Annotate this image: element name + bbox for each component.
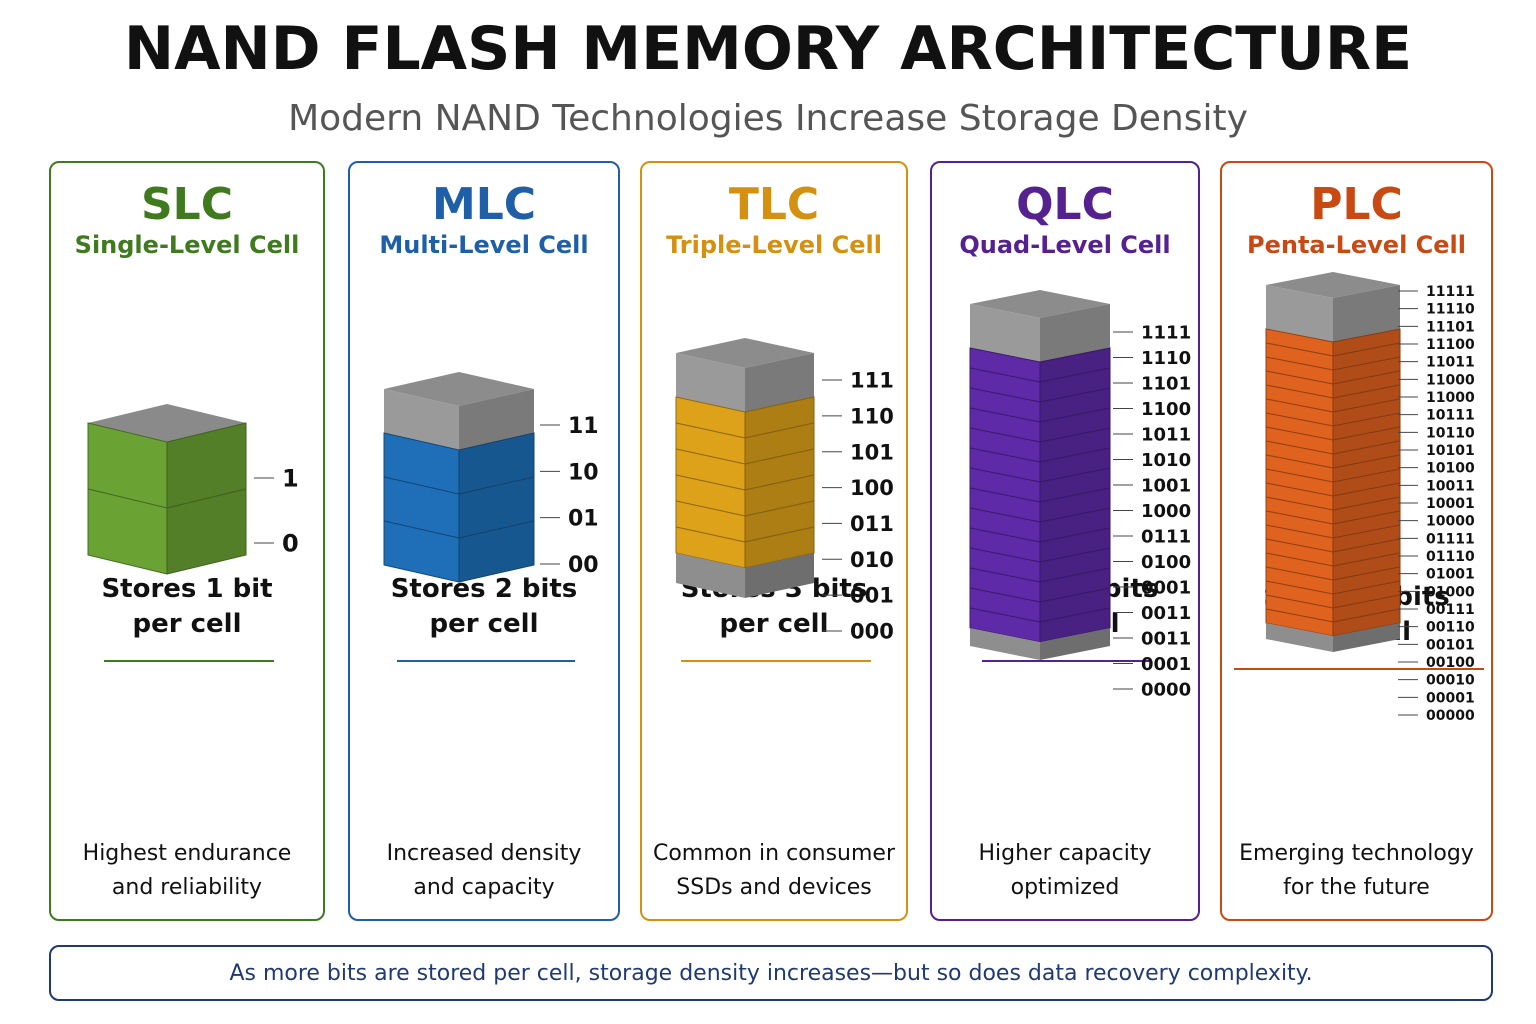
cell-type-description: Emerging technology for the future [1222, 837, 1491, 905]
divider [1234, 668, 1484, 670]
cell-type-description: Highest endurance and reliability [51, 837, 323, 905]
bits-per-cell: Stores 3 bits per cell [642, 572, 906, 642]
footer-note: As more bits are stored per cell, storag… [49, 945, 1493, 1001]
cell-type-abbr: PLC [1310, 179, 1403, 230]
description-line-2: and capacity [413, 875, 555, 900]
description-line-2: and reliability [111, 875, 263, 900]
cell-type-name: Quad-Level Cell [959, 231, 1171, 259]
description-line-2: for the future [1283, 875, 1430, 900]
bits-per-cell-line-1: Stores 4 bits [971, 574, 1159, 604]
cell-type-abbr: TLC [728, 179, 820, 230]
description-line-1: Common in consumer [652, 841, 896, 866]
divider [397, 660, 575, 662]
divider [982, 660, 1152, 662]
cell-type-name: Multi-Level Cell [379, 231, 589, 259]
cell-type-abbr: QLC [1016, 179, 1114, 230]
description-line-1: Emerging technology [1239, 841, 1474, 866]
cell-type-name: Penta-Level Cell [1247, 231, 1466, 259]
footer-text: As more bits are stored per cell, storag… [229, 960, 1313, 986]
cell-type-name: Single-Level Cell [74, 231, 300, 259]
divider [681, 660, 871, 662]
bits-per-cell-line-2: per cell [132, 609, 242, 639]
cell-type-name: Triple-Level Cell [666, 231, 882, 259]
cell-type-abbr: MLC [431, 179, 537, 230]
description-line-2: SSDs and devices [676, 875, 872, 900]
cell-type-abbr: SLC [140, 179, 234, 230]
bits-per-cell: Stores 2 bits per cell [350, 572, 618, 642]
description-line-1: Highest endurance [82, 841, 292, 866]
cell-type-description: Higher capacity optimized [932, 837, 1198, 905]
bits-per-cell: Stores 5 bits per cell [1222, 580, 1491, 650]
bits-per-cell: Stores 1 bit per cell [51, 572, 323, 642]
bits-per-cell-line-1: Stores 1 bit [101, 574, 273, 604]
page-title: NAND FLASH MEMORY ARCHITECTURE [123, 14, 1413, 84]
bits-per-cell-line-2: per cell [719, 609, 829, 639]
bits-per-cell-line-2: per cell [1010, 609, 1120, 639]
divider [104, 660, 274, 662]
description-line-2: optimized [1010, 875, 1120, 900]
bits-per-cell: Stores 4 bits per cell [932, 572, 1198, 642]
bits-per-cell-line-2: per cell [1302, 617, 1411, 647]
bits-per-cell-line-1: Stores 5 bits [1263, 582, 1450, 612]
bits-per-cell-line-1: Stores 3 bits [680, 574, 868, 604]
bits-per-cell-line-2: per cell [429, 609, 539, 639]
bits-per-cell-line-1: Stores 2 bits [390, 574, 578, 604]
description-line-1: Higher capacity [978, 841, 1152, 866]
description-line-1: Increased density [386, 841, 582, 866]
cell-type-description: Increased density and capacity [350, 837, 618, 905]
page-subtitle: Modern NAND Technologies Increase Storag… [288, 98, 1248, 139]
